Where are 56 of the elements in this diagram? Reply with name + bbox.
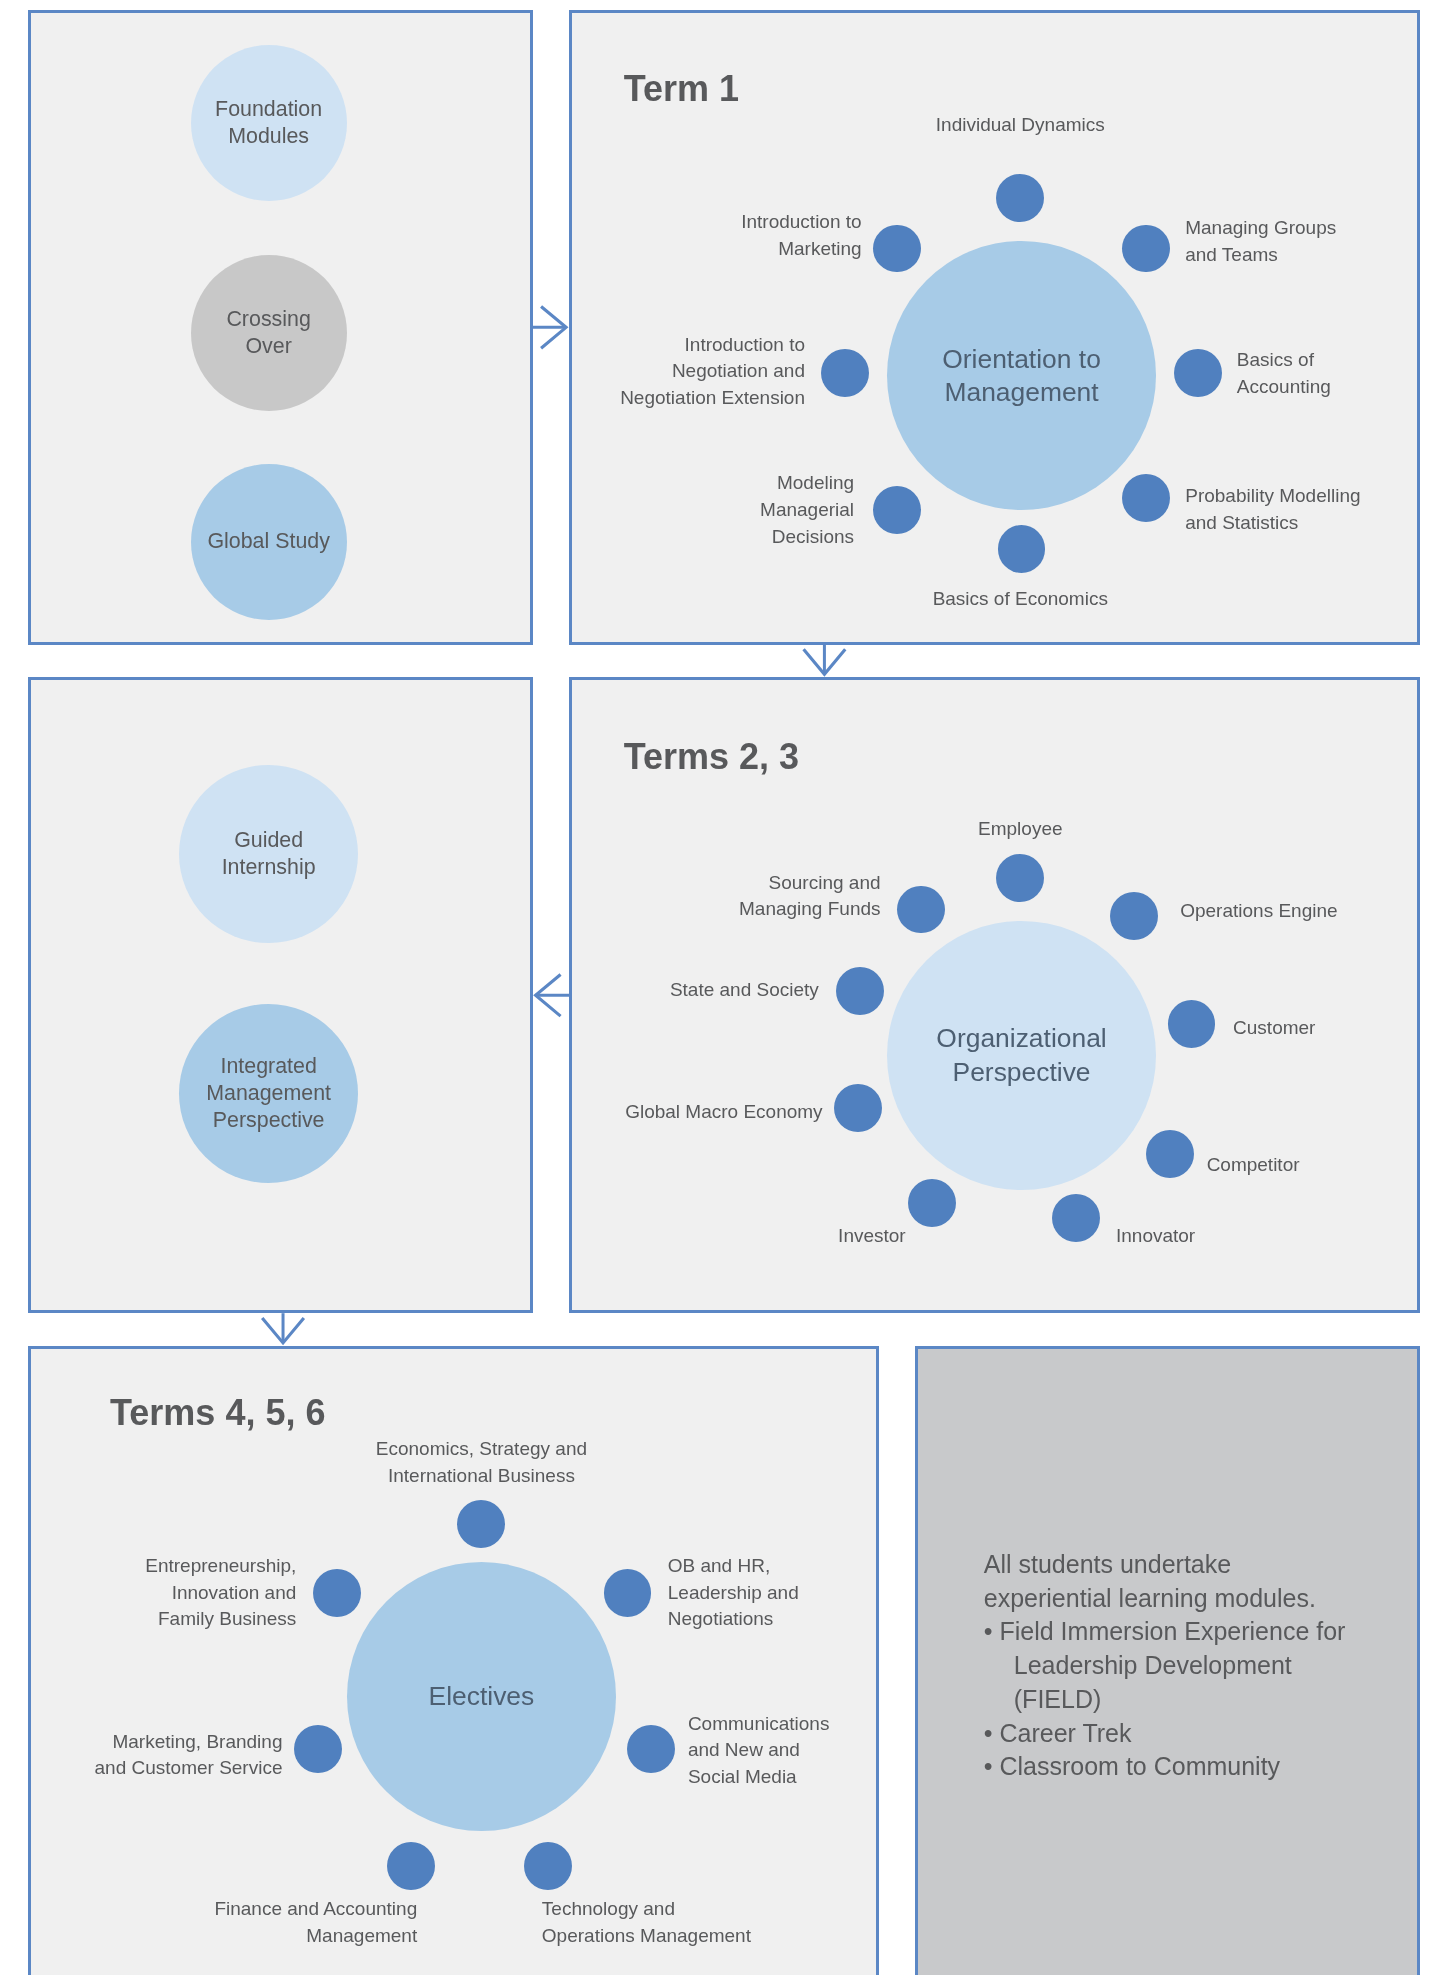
module-dot [387,1842,435,1891]
bullet-item: • Career Trek [983,1717,1133,1749]
module-label: OB and HR, Leadership and Negotiations [667,1554,800,1632]
module-label: Finance and Accounting Management [213,1897,418,1948]
term-panel [27,1345,879,1975]
chevron-connector [260,1313,306,1345]
module-label: Sourcing and Managing Funds [738,871,881,922]
module-label: Technology and Operations Management [541,1897,752,1948]
module-label: Innovator [1115,1223,1197,1248]
term-panel [569,10,1421,645]
circle-label: Guided Internship [220,827,317,881]
circle-label: Integrated Management Perspective [205,1053,333,1134]
module-dot [1146,1129,1194,1178]
module-label: Customer [1233,1015,1317,1040]
module-label: Employee [977,816,1064,841]
chevron-connector [534,972,570,1018]
module-label: Basics of Economics [931,586,1109,611]
note-text: All students undertake experiential learning modules. [983,1548,1317,1614]
module-label: Probability Modelling and Statistics [1185,484,1362,536]
term-panel [569,677,1421,1314]
circle-label: Global Study [206,528,331,556]
circle-label: Crossing Over [225,306,312,360]
module-dot [873,486,921,535]
module-dot [873,224,921,273]
circle-label: Foundation Modules [214,95,324,150]
panel [27,677,533,1314]
module-label: Managing Groups and Teams [1185,216,1338,268]
module-label: Competitor [1206,1152,1301,1177]
circle-label: Electives [427,1679,536,1713]
chevron-connector [802,644,847,676]
panel-heading: Terms 4, 5, 6 [110,1391,326,1434]
module-label: Operations Engine [1180,898,1339,923]
module-label: State and Society [668,977,819,1002]
module-label: Global Macro Economy [624,1099,823,1124]
term-panel [915,1345,1421,1975]
module-label: Investor [837,1223,906,1248]
module-label: Entrepreneurship, Innovation and Family Business [144,1554,297,1632]
module-label: Communications and New and Social Media [687,1711,831,1789]
module-dot [1051,1194,1100,1242]
module-label: Economics, Strategy and International Business [374,1437,588,1489]
panel [27,10,533,645]
module-dot [996,854,1045,902]
circle-label: Orientation to Management [941,342,1102,409]
bullet-item: • Field Immersion Experience for Leadership Development (FIELD) [983,1616,1347,1715]
module-label: Introduction to Marketing [740,210,862,261]
chevron-connector [532,304,568,350]
module-dot [1167,1000,1216,1048]
module-label: Individual Dynamics [934,112,1106,137]
module-label: Introduction to Negotiation and Negotiation Extension [619,333,805,411]
module-label: Modeling Managerial Decisions [759,471,855,549]
module-label: Marketing, Branding and Customer Service [93,1729,283,1781]
panel-heading: Term 1 [623,68,740,111]
bullet-item: • Classroom to Community [983,1751,1282,1783]
panel-heading: Terms 2, 3 [623,735,800,778]
module-label: Basics of Accounting [1236,348,1332,400]
circle-label: Organizational Perspective [935,1022,1108,1089]
